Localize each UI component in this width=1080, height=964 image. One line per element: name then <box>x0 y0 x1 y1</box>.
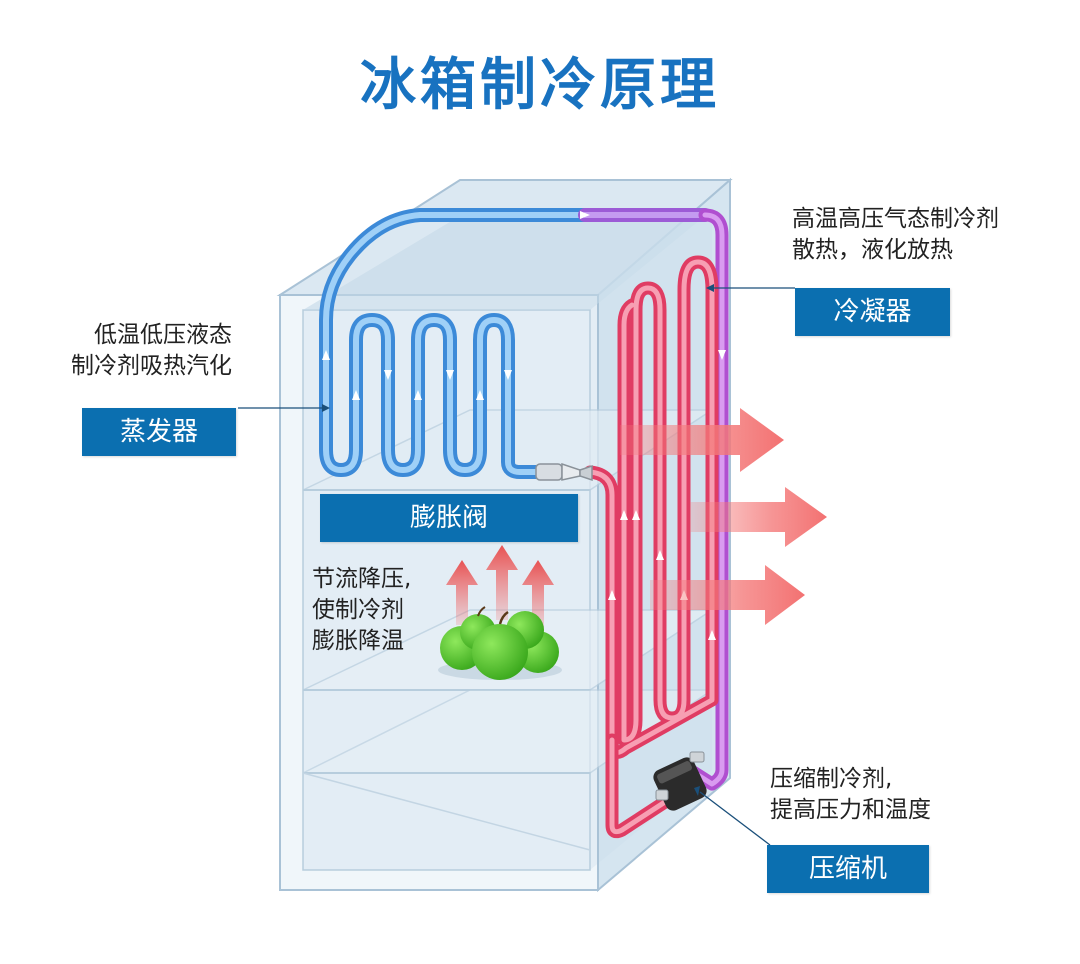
compressor-note: 压缩制冷剂, 提高压力和温度 <box>770 764 931 826</box>
condenser-note-line-1: 高温高压气态制冷剂 <box>792 206 999 232</box>
evaporator-coil <box>319 208 712 479</box>
expansion-valve-label: 膨胀阀 <box>320 494 578 542</box>
compressor-note-line-2: 提高压力和温度 <box>770 797 931 823</box>
leader-lines <box>238 284 795 846</box>
condenser-label: 冷凝器 <box>795 288 950 336</box>
rising-heat-arrows <box>446 545 554 630</box>
expansion-valve-fitting <box>535 462 593 482</box>
expansion-valve-note-line-3: 膨胀降温 <box>312 628 404 654</box>
evaporator-note-line-2: 制冷剂吸热汽化 <box>71 353 232 379</box>
expansion-valve-note-line-1: 节流降压, <box>312 566 412 592</box>
compressor-note-line-1: 压缩制冷剂, <box>770 766 893 792</box>
expansion-valve-note: 节流降压, 使制冷剂 膨胀降温 <box>312 564 411 657</box>
condenser-coil <box>583 208 729 839</box>
apples <box>438 606 562 680</box>
expansion-valve-note-line-2: 使制冷剂 <box>312 597 404 623</box>
evaporator-note-line-1: 低温低压液态 <box>94 322 232 348</box>
compressor-label: 压缩机 <box>767 845 929 893</box>
condenser-note-line-2: 散热，液化放热 <box>792 237 953 263</box>
evaporator-label: 蒸发器 <box>82 408 236 456</box>
heat-arrows <box>620 408 827 625</box>
evaporator-note: 低温低压液态 制冷剂吸热汽化 <box>52 320 232 382</box>
condenser-note: 高温高压气态制冷剂 散热，液化放热 <box>792 204 999 266</box>
compressor-unit <box>653 751 707 811</box>
page-title: 冰箱制冷原理 <box>360 52 720 118</box>
